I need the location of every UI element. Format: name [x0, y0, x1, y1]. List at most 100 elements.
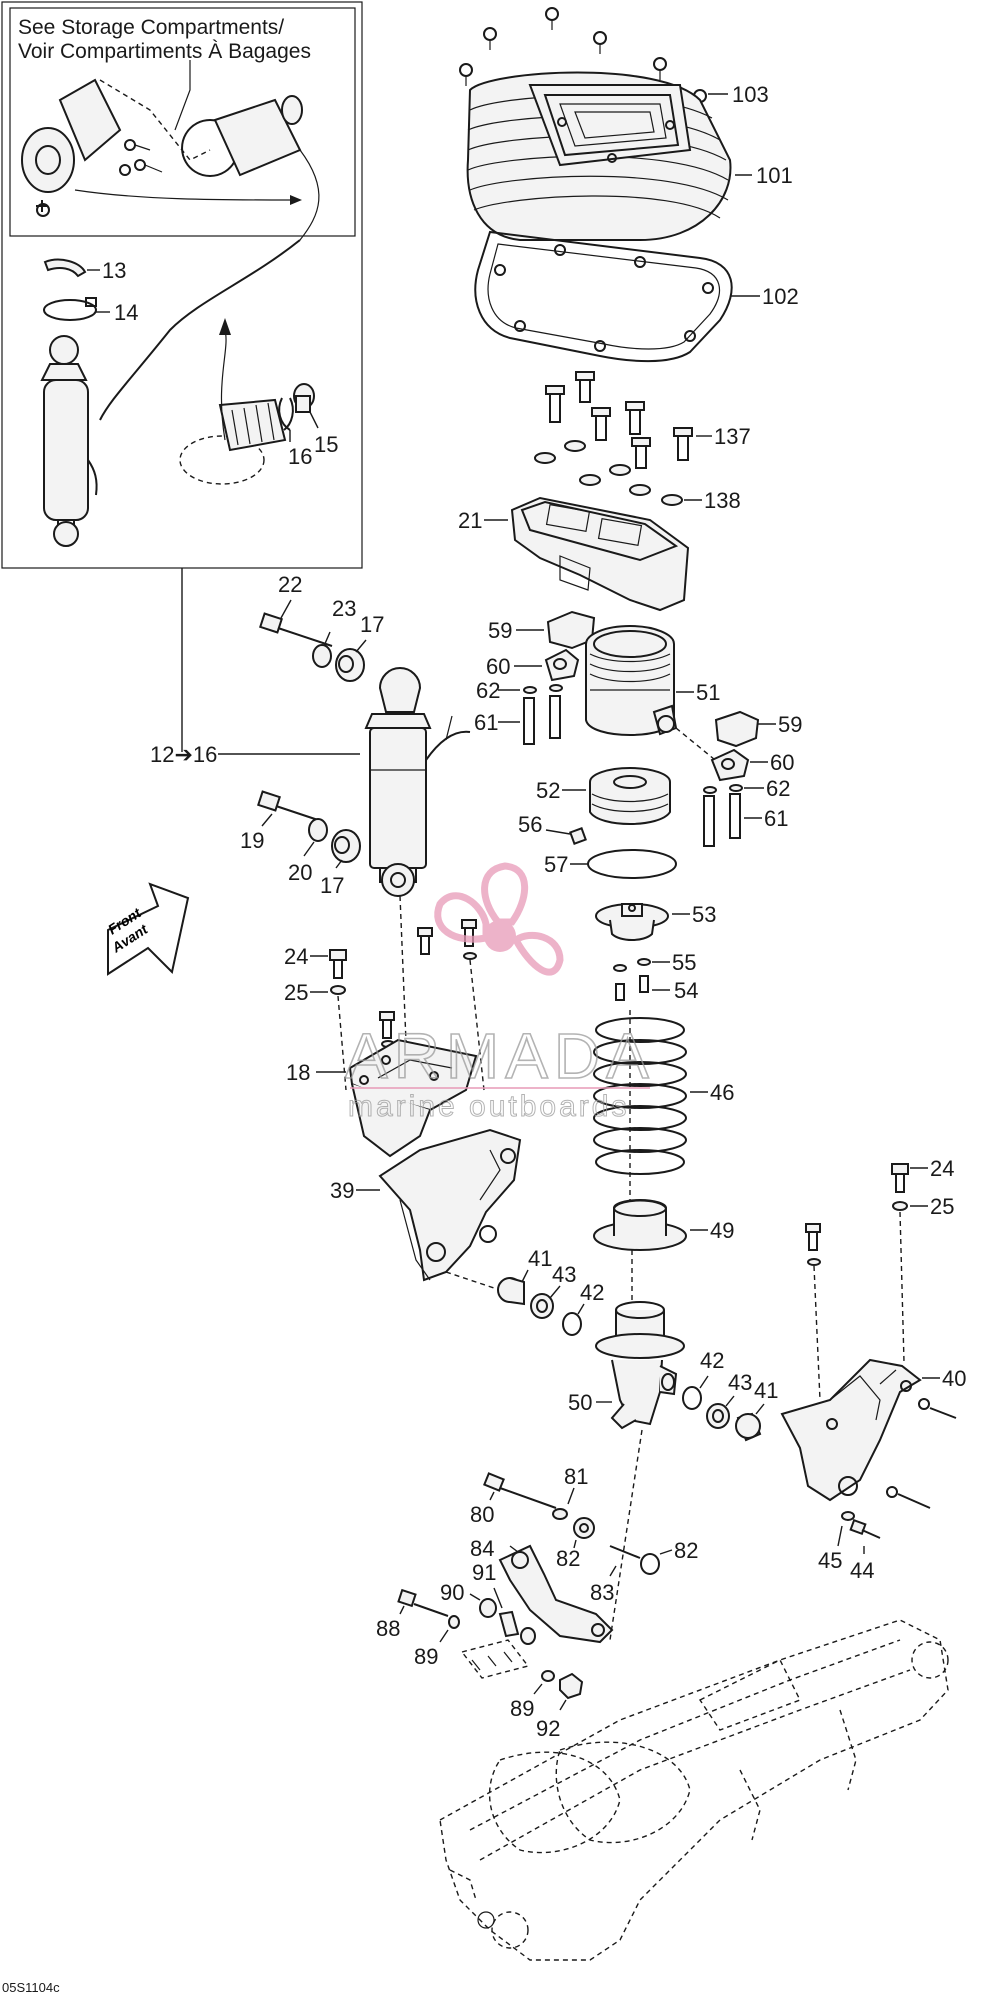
callout-90: 90: [440, 1580, 464, 1605]
part-17-bushing-b: [331, 829, 361, 863]
armada-watermark: ARMADA marine outboards: [344, 862, 655, 1124]
hull-frame-phantom: [439, 1619, 949, 1961]
callout-44: 44: [850, 1558, 874, 1583]
front-arrow: Front Avant: [105, 882, 190, 976]
callout-102: 102: [762, 284, 799, 309]
bellows-boot: [179, 318, 287, 485]
callout-18: 18: [286, 1060, 310, 1085]
part-91-sleeve: [498, 1610, 536, 1645]
callout-41a: 41: [528, 1246, 552, 1271]
callout-13: 13: [102, 258, 126, 283]
callout-25a: 25: [284, 980, 308, 1005]
part-61-bolts-a: [523, 695, 561, 745]
callout-92: 92: [536, 1716, 560, 1741]
callout-16: 16: [288, 444, 312, 469]
callout-24a: 24: [284, 944, 308, 969]
part-82-bushing-a: [573, 1517, 595, 1539]
callout-60a: 60: [486, 654, 510, 679]
callout-82a: 82: [556, 1546, 580, 1571]
part-89-washer-b: [541, 1670, 555, 1682]
hose-line: [99, 239, 301, 421]
part-55-washers: [613, 958, 651, 972]
callout-81: 81: [564, 1464, 588, 1489]
watermark-tagline: marine outboards: [348, 1090, 629, 1123]
part-19-bolt: [257, 790, 319, 821]
part-42-washer-b: [682, 1386, 702, 1410]
callout-41b: 41: [754, 1378, 778, 1403]
part-92-nut: [559, 1672, 584, 1700]
part-45-washer: [841, 1511, 855, 1521]
callout-12-16: 12➔16: [150, 742, 217, 767]
part-60-clamp-a: [544, 648, 580, 682]
rubber-block: [460, 1639, 530, 1679]
callout-83: 83: [590, 1580, 614, 1605]
part-101-air-box: [466, 71, 732, 241]
part-84-link-arm: [498, 1544, 614, 1644]
part-24-bolt-b: [891, 1163, 909, 1193]
callout-43a: 43: [552, 1262, 576, 1287]
callout-50: 50: [568, 1390, 592, 1415]
part-14-clamp: [43, 297, 97, 321]
part-41-bushing-b: [735, 1412, 762, 1442]
watermark-brand: ARMADA: [345, 1020, 655, 1092]
callout-84: 84: [470, 1536, 494, 1561]
callout-24b: 24: [930, 1156, 954, 1181]
part-23-washer: [312, 644, 332, 668]
part-16-circlip: [278, 397, 294, 431]
part-43-seal-a: [530, 1293, 554, 1319]
part-20-washer: [308, 818, 328, 842]
part-15-fitting: [293, 383, 315, 413]
callout-82b: 82: [674, 1538, 698, 1563]
part-56-screw: [569, 827, 587, 845]
callout-89a: 89: [414, 1644, 438, 1669]
part-13-clip: [43, 258, 87, 278]
callout-46: 46: [710, 1080, 734, 1105]
callout-20: 20: [288, 860, 312, 885]
part-51-cylinder-housing: [585, 625, 721, 765]
part-90-bushing: [479, 1598, 497, 1618]
part-42-washer-a: [562, 1312, 582, 1336]
callout-42a: 42: [580, 1280, 604, 1305]
part-60-clamp-b: [710, 748, 750, 782]
callout-89b: 89: [510, 1696, 534, 1721]
part-50-swing-arm: [595, 1301, 685, 1430]
part-18-bracket: [348, 1038, 478, 1158]
inset-title-line2: Voir Compartiments À Bagages: [18, 40, 311, 63]
part-89-washer-a: [448, 1615, 460, 1629]
callout-19: 19: [240, 828, 264, 853]
propeller-logo: [434, 862, 564, 976]
callout-53: 53: [692, 902, 716, 927]
callout-61a: 61: [474, 710, 498, 735]
part-24-bolt-a: [329, 949, 347, 979]
callout-55: 55: [672, 950, 696, 975]
callout-52: 52: [536, 778, 560, 803]
inset-panel: See Storage Compartments/ Voir Compartim…: [1, 1, 363, 569]
callout-61b: 61: [764, 806, 788, 831]
part-46-spring: [593, 1017, 687, 1175]
part-138-washers: [534, 440, 683, 506]
callout-59a: 59: [488, 618, 512, 643]
part-137-bolts: [545, 371, 693, 469]
callout-54: 54: [674, 978, 698, 1003]
callout-45: 45: [818, 1548, 842, 1573]
callout-17b: 17: [320, 873, 344, 898]
part-88-bolt: [397, 1588, 449, 1617]
callout-56: 56: [518, 812, 542, 837]
callout-91: 91: [472, 1560, 496, 1585]
callout-40: 40: [942, 1366, 966, 1391]
callout-25b: 25: [930, 1194, 954, 1219]
part-61-bolts-b: [703, 793, 741, 847]
part-44-bolt: [849, 1518, 881, 1539]
callout-103: 103: [732, 82, 769, 107]
callout-101: 101: [756, 163, 793, 188]
part-102-gasket: [474, 230, 733, 363]
reservoir-shock: [40, 335, 98, 547]
part-62-washers-b: [703, 784, 743, 794]
callout-23: 23: [332, 596, 356, 621]
callout-15: 15: [314, 432, 338, 457]
callout-17a: 17: [360, 612, 384, 637]
callout-80: 80: [470, 1502, 494, 1527]
shock-absorber: [364, 667, 471, 897]
bracket-40-bolts: [805, 1223, 957, 1509]
part-81-washer: [552, 1508, 568, 1520]
